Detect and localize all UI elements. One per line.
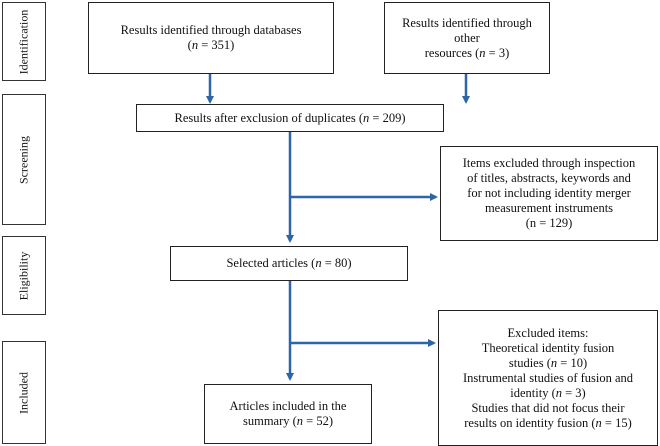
excluded1-line: of titles, abstracts, keywords and — [467, 171, 631, 185]
dedup-label: Results after exclusion of duplicates (n… — [174, 110, 406, 125]
stage-screening: Screening — [2, 94, 46, 225]
excluded2-line: studies (n = 10) — [508, 355, 588, 370]
box-excluded-items: Excluded items: Theoretical identity fus… — [438, 310, 658, 446]
selected-label: Selected articles (n = 80) — [226, 256, 352, 270]
excluded2-line: Instrumental studies of fusion and — [462, 370, 634, 385]
excluded1-count: (n = 129) — [525, 216, 573, 230]
stage-identification: Identification — [2, 2, 46, 81]
stage-eligibility: Eligibility — [2, 236, 46, 315]
box-included-articles: Articles included in the summary (n = 52… — [204, 384, 372, 444]
other-label: Results identified through other — [402, 15, 532, 45]
included-label: Articles included in the — [229, 399, 347, 413]
excluded2-line: Theoretical identity fusion — [481, 340, 615, 355]
excluded2-line: Studies that did not focus their — [471, 400, 625, 415]
box-other-resources: Results identified through other resourc… — [384, 2, 550, 74]
excluded2-line: identity (n = 3) — [510, 385, 586, 400]
databases-count: (n = 351) — [187, 38, 235, 52]
other-count: resources (n = 3) — [424, 45, 510, 60]
box-databases: Results identified through databases (n … — [88, 2, 334, 74]
excluded2-title: Excluded items: — [507, 325, 589, 340]
excluded1-line: measurement instruments — [484, 201, 614, 215]
box-excluded-screening: Items excluded through inspection of tit… — [440, 146, 658, 241]
box-after-duplicates: Results after exclusion of duplicates (n… — [136, 104, 444, 132]
stage-included: Included — [2, 341, 46, 444]
excluded2-line: results on identity fusion (n = 15) — [464, 415, 632, 430]
databases-label: Results identified through databases — [120, 23, 302, 37]
included-count: summary (n = 52) — [242, 414, 334, 428]
box-selected-articles: Selected articles (n = 80) — [170, 246, 408, 281]
excluded1-line: Items excluded through inspection — [462, 156, 636, 170]
excluded1-line: for not including identity merger — [467, 186, 631, 200]
